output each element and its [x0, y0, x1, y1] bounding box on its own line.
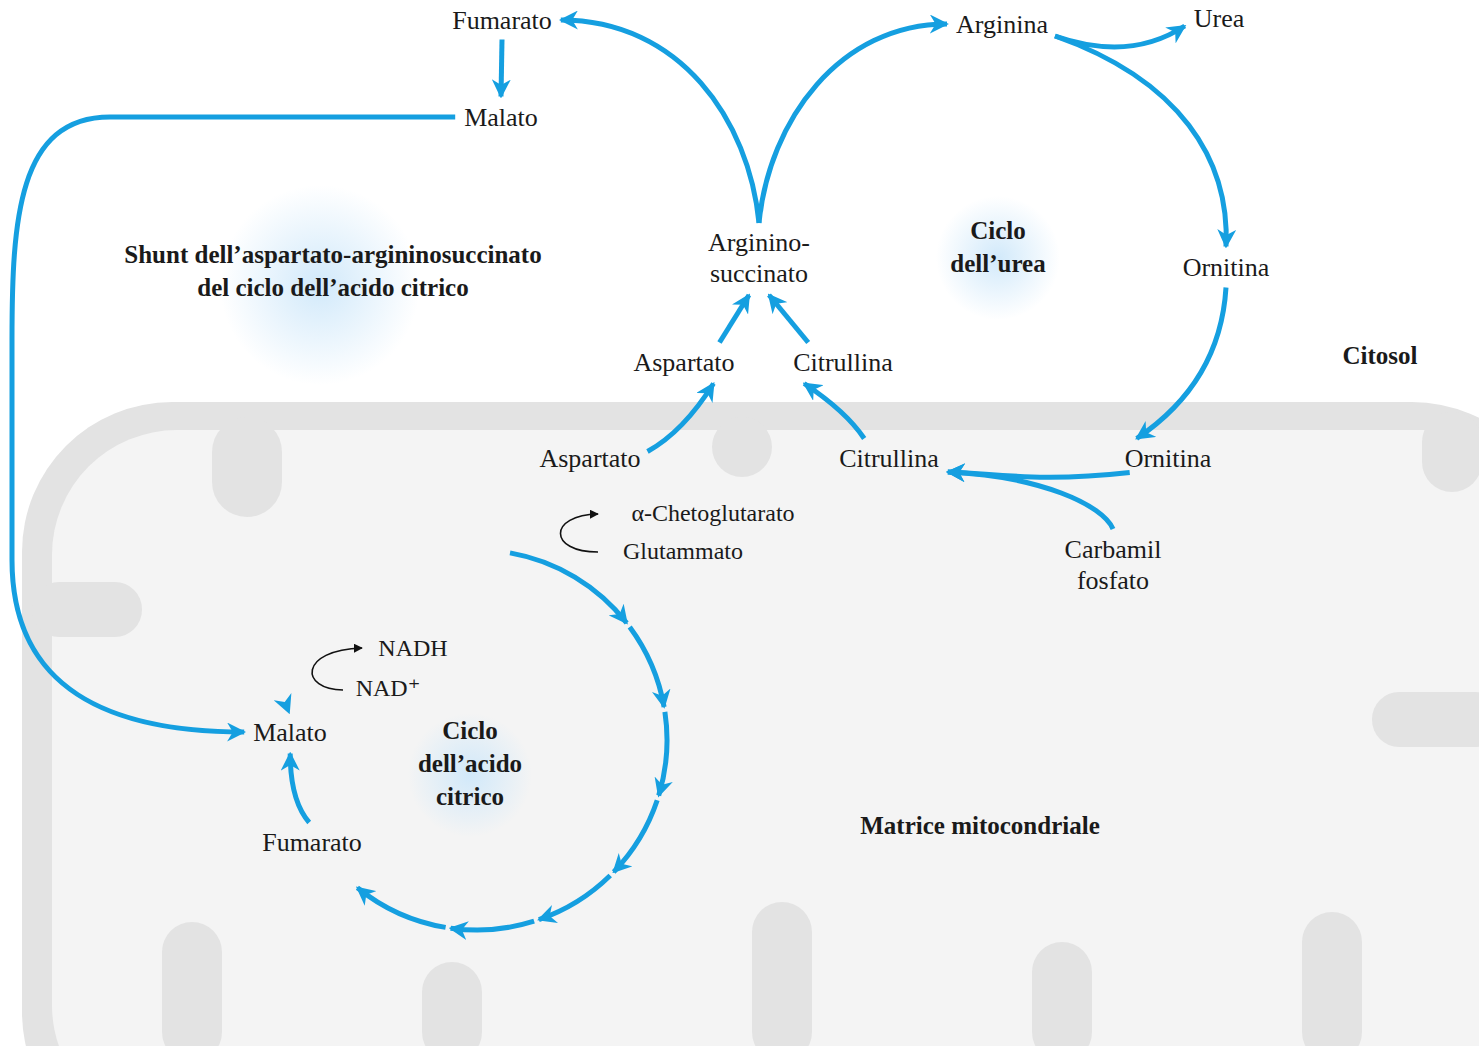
pathway-title: Ciclo dell’urea: [928, 214, 1068, 280]
metabolite-label: Malato: [461, 101, 541, 134]
metabolite-name: Citrullina: [839, 443, 939, 474]
reaction-arrow: [720, 295, 750, 343]
reactant-label: Glutammato: [623, 536, 743, 566]
metabolite-label: Ornitina: [1122, 442, 1215, 475]
reactant-label: NADH: [378, 633, 447, 663]
reaction-arrow: [759, 24, 947, 223]
metabolite-label: Urea: [1191, 2, 1248, 35]
metabolite-name: Aspartato: [539, 443, 640, 474]
reaction-arrow: [1055, 36, 1226, 247]
metabolite-name: Citrullina: [793, 347, 893, 378]
metabolite-name: Fumarato: [452, 5, 552, 36]
mitochondrion-outline: [22, 402, 1479, 1046]
reaction-arrow: [561, 20, 759, 223]
metabolite-label: Citrullina: [790, 346, 896, 379]
metabolite-label: Fumarato: [449, 4, 555, 37]
region-name: Matrice mitocondriale: [860, 809, 1100, 842]
metabolite-label: Citrullina: [836, 442, 942, 475]
metabolite-label: Arginina: [953, 8, 1051, 41]
reactant-label: NAD⁺: [356, 673, 421, 703]
pathway-title: Ciclo dell’acido citrico: [390, 714, 550, 813]
metabolite-name: Aspartato: [633, 347, 734, 378]
metabolite-name: Ornitina: [1125, 443, 1212, 474]
metabolite-name: Ornitina: [1183, 252, 1270, 283]
metabolite-label: Aspartato: [536, 442, 643, 475]
metabolite-label: Fumarato: [259, 826, 365, 859]
metabolite-name: Arginino- succinato: [694, 227, 824, 289]
metabolite-name: Urea: [1194, 3, 1245, 34]
metabolite-name: Malato: [253, 717, 327, 748]
metabolite-name: Arginina: [956, 9, 1048, 40]
pathway-title: Shunt dell’aspartato-argininosuccinato d…: [23, 238, 643, 304]
mitochondrion: Matrice mitocondriale Aspartato Citrullina…: [22, 402, 1479, 1046]
metabolite-label: Malato: [250, 716, 330, 749]
metabolite-name: Carbamil fosfato: [1043, 534, 1183, 596]
pathway-title: Citosol: [1343, 339, 1418, 372]
metabolite-label: Aspartato: [630, 346, 737, 379]
metabolite-name: Malato: [464, 102, 538, 133]
reaction-arrow: [501, 40, 502, 97]
metabolite-label: Arginino- succinato: [691, 226, 827, 290]
metabolite-name: Fumarato: [262, 827, 362, 858]
reaction-arrow: [769, 295, 808, 343]
reactant-label: α-Chetoglutarato: [631, 498, 794, 528]
metabolite-label: Carbamil fosfato: [1040, 533, 1186, 597]
metabolite-label: Ornitina: [1180, 251, 1273, 284]
